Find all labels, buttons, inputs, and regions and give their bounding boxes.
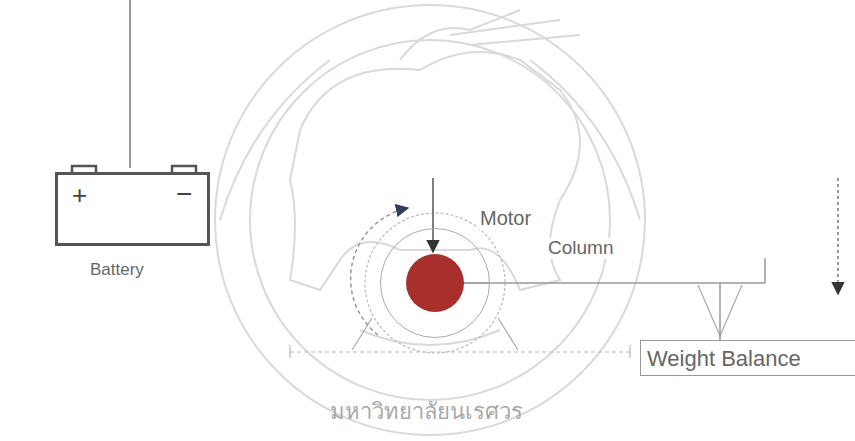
- battery-wire: [129, 0, 131, 168]
- column-end: [720, 282, 765, 284]
- column-end: [764, 258, 766, 283]
- motor-rotor: [406, 254, 464, 312]
- motor-housing: [365, 213, 505, 353]
- edge-label: Column: [545, 238, 616, 259]
- watermark-seal: [215, 5, 645, 435]
- terminal-sign: −: [176, 179, 192, 210]
- weight-balance-box: Weight Balance: [640, 340, 855, 376]
- node-label: Weight Balance: [647, 347, 801, 371]
- column-arm: [490, 283, 720, 340]
- battery-box: +−Battery: [55, 172, 210, 246]
- motor-circle: Motor: [380, 228, 490, 338]
- base-line: [290, 351, 630, 352]
- base-tick: [629, 345, 630, 358]
- terminal-sign: +: [72, 181, 87, 210]
- node-label: Battery: [90, 261, 144, 280]
- base-tick: [289, 345, 290, 358]
- force-arrow: [432, 178, 434, 252]
- node-label: Motor: [477, 207, 534, 229]
- rotation-arrow: [351, 208, 408, 335]
- load-arrow: [837, 178, 839, 294]
- watermark-text: มหาวิทยาลัยนเรศวร: [330, 400, 523, 424]
- motor-rotor: [380, 228, 490, 338]
